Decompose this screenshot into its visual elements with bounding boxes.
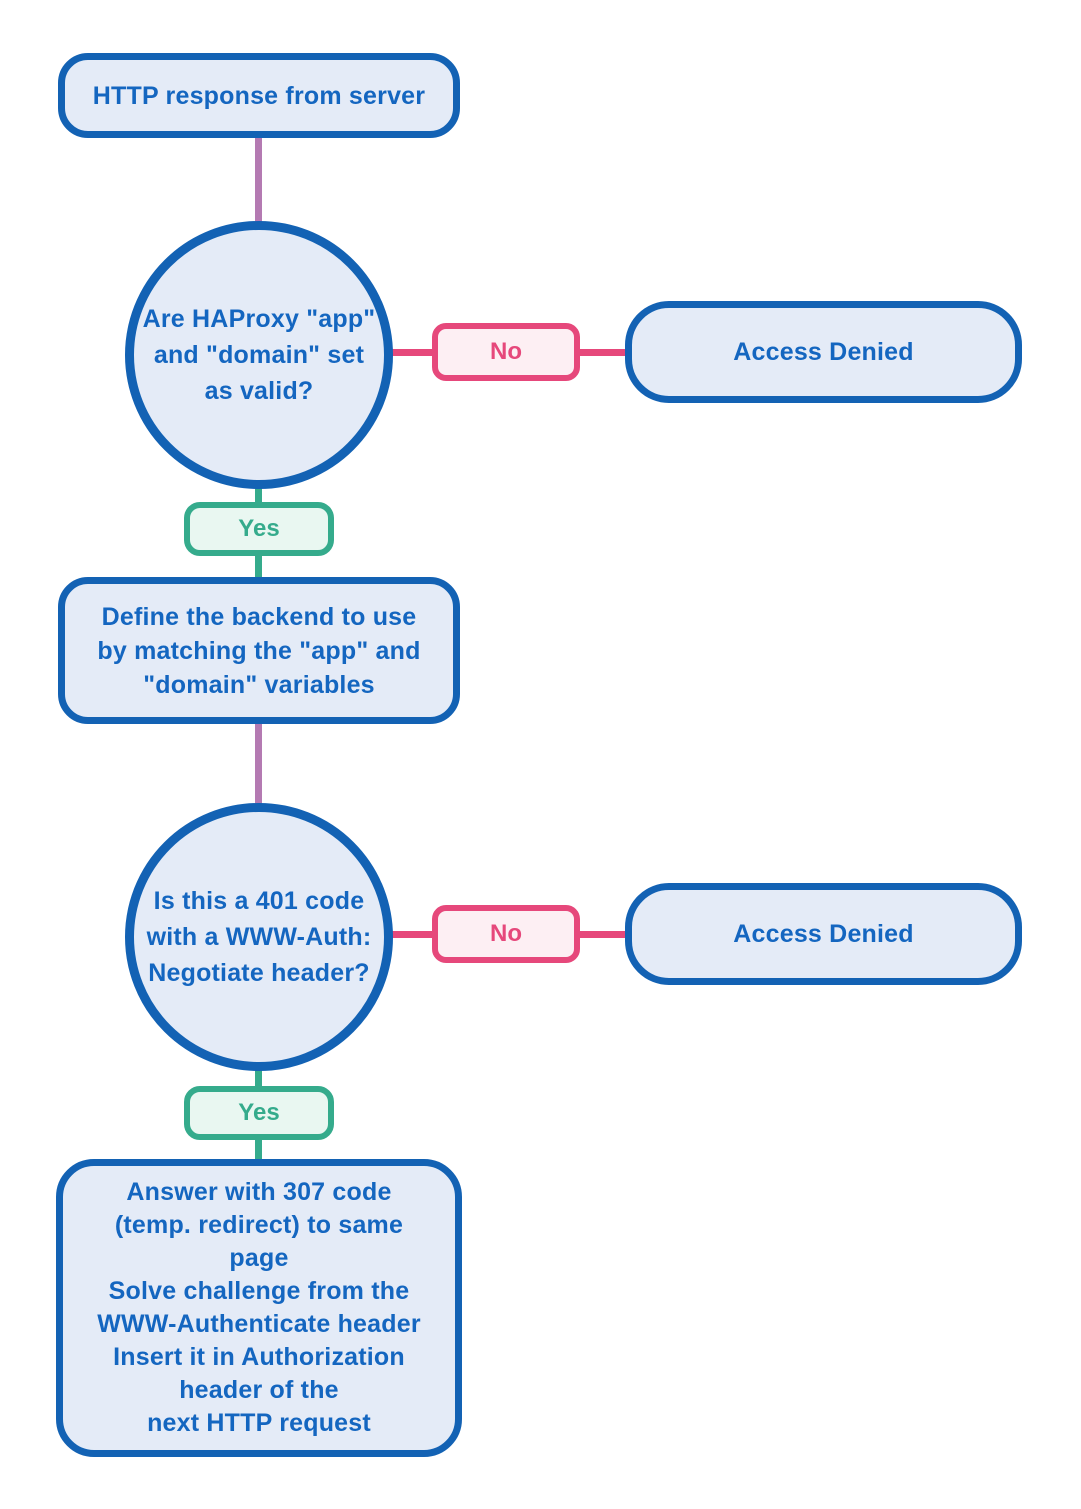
- yes-1-tag: Yes: [184, 502, 334, 556]
- access-denied-2-node: Access Denied: [625, 883, 1022, 985]
- no-1-label: No: [490, 338, 522, 365]
- access-denied-1-label: Access Denied: [733, 338, 914, 366]
- answer-node-label: Answer with 307 code (temp. redirect) to…: [97, 1178, 421, 1437]
- no-1-tag: No: [432, 323, 580, 381]
- edge-no1-to-denied1: [578, 349, 629, 356]
- edge-decision2-to-yes2: [255, 1065, 262, 1093]
- decision-2-label: Is this a 401 code with a WWW-Auth: Nego…: [146, 887, 372, 987]
- no-2-label: No: [490, 920, 522, 947]
- edge-start-to-decision1: [255, 135, 262, 230]
- access-denied-1-node: Access Denied: [625, 301, 1022, 403]
- decision-2-circle: Is this a 401 code with a WWW-Auth: Nego…: [125, 803, 393, 1071]
- yes-2-tag: Yes: [184, 1086, 334, 1140]
- start-node: HTTP response from server: [58, 53, 460, 138]
- backend-node-label: Define the backend to use by matching th…: [97, 602, 421, 699]
- backend-node: Define the backend to use by matching th…: [58, 577, 460, 724]
- edge-no2-to-denied2: [578, 931, 629, 938]
- answer-node: Answer with 307 code (temp. redirect) to…: [56, 1159, 462, 1457]
- edge-yes1-to-backend: [255, 553, 262, 581]
- edge-decision1-to-yes1: [255, 483, 262, 510]
- decision-1-circle: Are HAProxy "app" and "domain" set as va…: [125, 221, 393, 489]
- yes-2-label: Yes: [238, 1099, 280, 1126]
- access-denied-2-label: Access Denied: [733, 920, 914, 948]
- edge-yes2-to-answer: [255, 1137, 262, 1163]
- edge-decision2-to-no2: [388, 931, 436, 938]
- no-2-tag: No: [432, 905, 580, 963]
- decision-1-label: Are HAProxy "app" and "domain" set as va…: [142, 305, 376, 405]
- yes-1-label: Yes: [238, 515, 280, 542]
- edge-decision1-to-no1: [388, 349, 436, 356]
- edge-backend-to-decision2: [255, 721, 262, 809]
- start-node-label: HTTP response from server: [92, 81, 426, 110]
